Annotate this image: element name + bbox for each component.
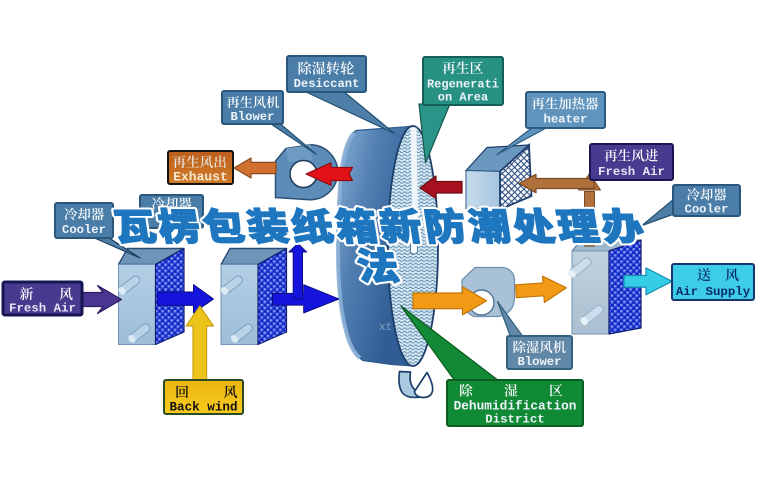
svg-text:Cooler: Cooler xyxy=(62,223,106,237)
svg-text:xt: xt xyxy=(379,322,392,334)
svg-text:Fresh Air: Fresh Air xyxy=(598,165,665,179)
svg-text:Desiccant: Desiccant xyxy=(294,77,360,91)
svg-text:Blower: Blower xyxy=(518,355,562,369)
svg-text:Back wind: Back wind xyxy=(169,401,237,415)
svg-text:Air Supply: Air Supply xyxy=(676,285,751,299)
svg-text:Dehumidification: Dehumidification xyxy=(454,399,577,414)
svg-text:Exhaust: Exhaust xyxy=(173,170,228,185)
svg-text:District: District xyxy=(485,413,545,427)
svg-text:Blower: Blower xyxy=(231,110,275,124)
svg-text:Regenerati: Regenerati xyxy=(427,78,499,92)
svg-text:heater: heater xyxy=(544,113,588,127)
svg-text:Fresh Air: Fresh Air xyxy=(9,302,76,316)
svg-text:on Area: on Area xyxy=(438,91,488,105)
svg-text:Cooler: Cooler xyxy=(685,203,729,217)
